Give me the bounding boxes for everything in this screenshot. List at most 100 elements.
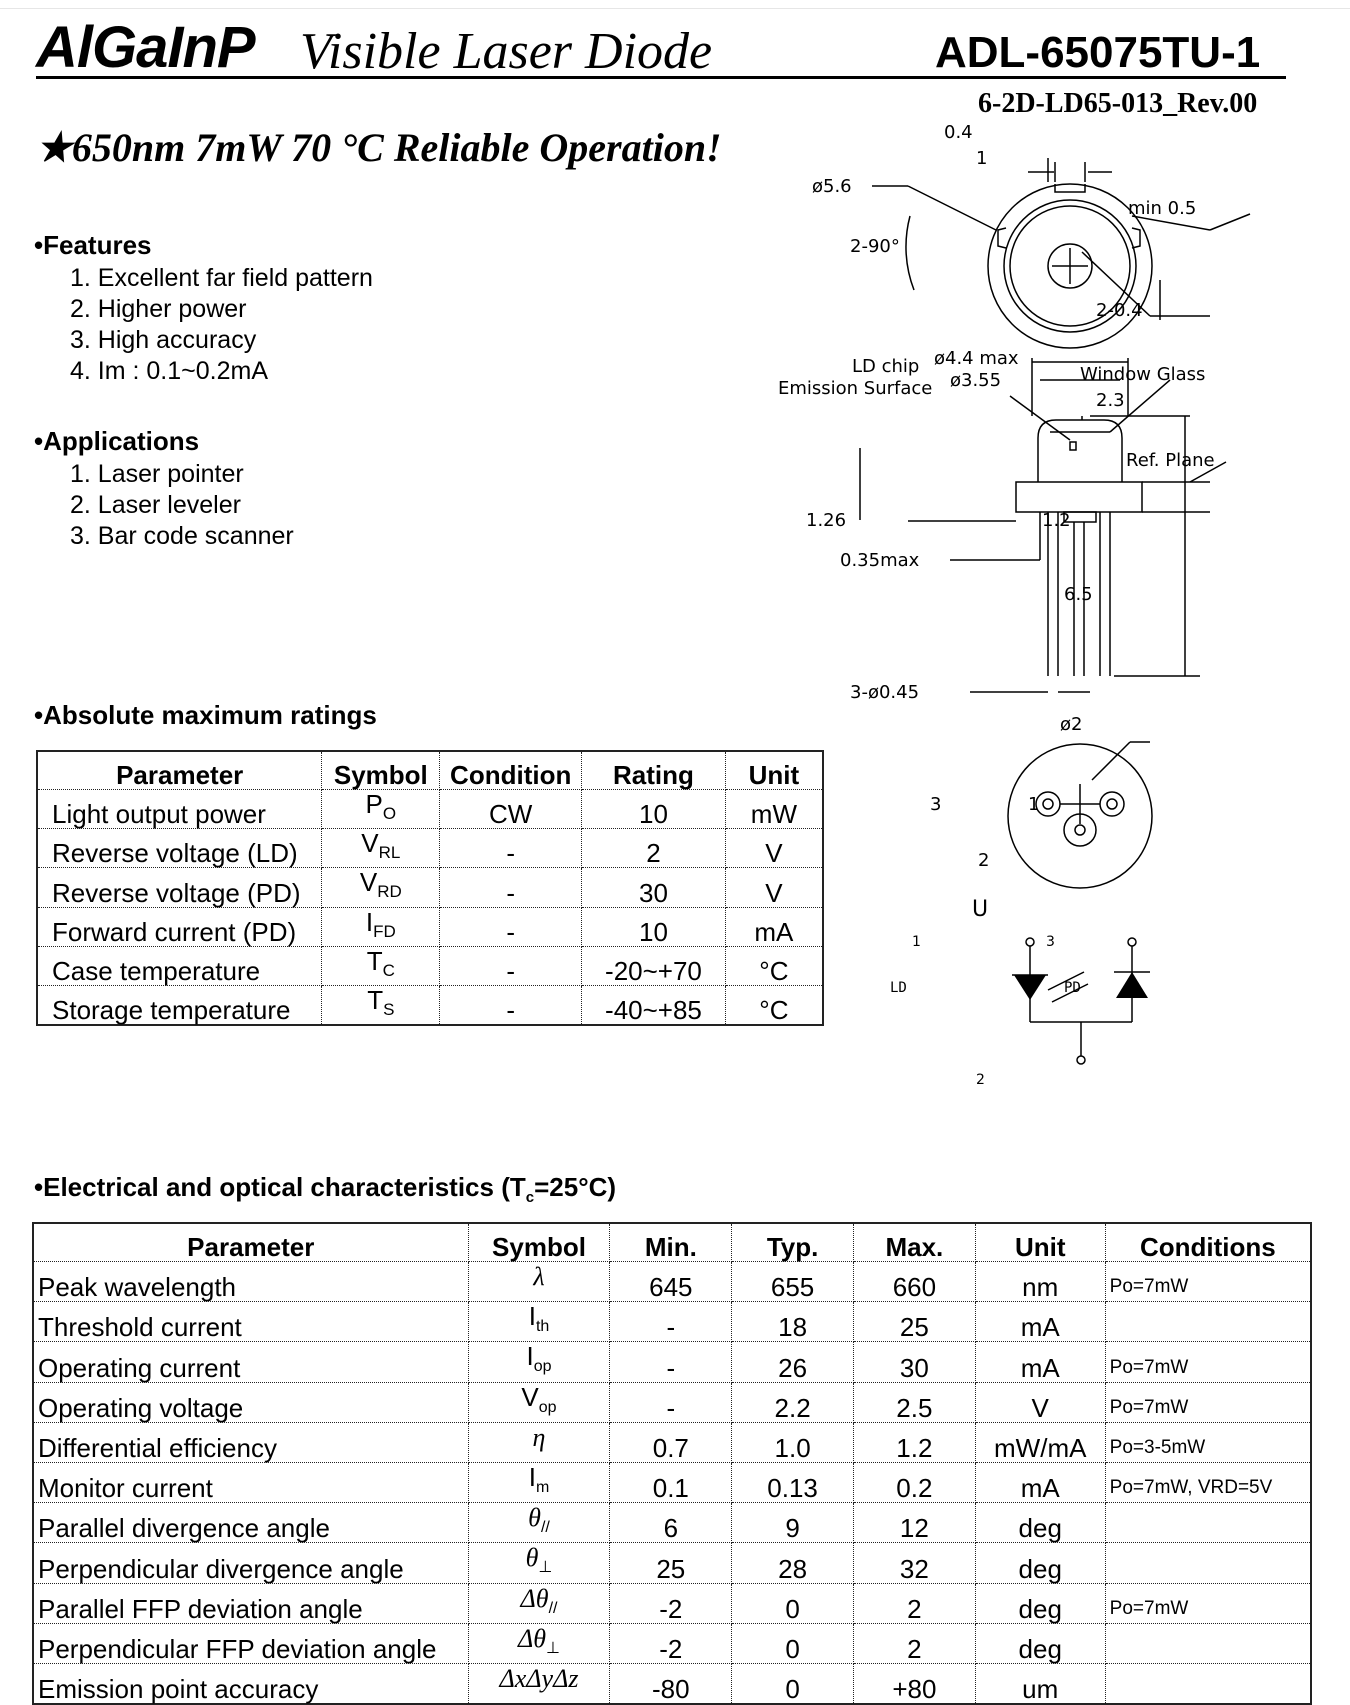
package-outline-circle bbox=[987, 183, 1153, 349]
conditions-text: Po=7mW bbox=[1109, 1276, 1189, 1298]
unit-text: deg bbox=[1018, 1593, 1062, 1624]
typ-text: 0.13 bbox=[767, 1473, 818, 1504]
min-text: 0.1 bbox=[652, 1473, 689, 1504]
pin-label: 2 bbox=[978, 850, 989, 871]
symbol-cell: ΔxΔyΔz bbox=[467, 1662, 611, 1705]
unit-cell: V bbox=[974, 1381, 1106, 1423]
pin-label: 3 bbox=[1046, 934, 1055, 950]
symbol-subscript: // bbox=[548, 1599, 558, 1617]
eoc-table: Parameter Symbol Min. Typ. Max. Unit Con… bbox=[32, 1222, 1312, 1705]
typ-text: 655 bbox=[770, 1272, 815, 1303]
conditions-text: Po=7mW bbox=[1109, 1396, 1189, 1418]
unit-cell: um bbox=[974, 1662, 1106, 1705]
max-text: 2.5 bbox=[896, 1392, 933, 1423]
min-text: - bbox=[666, 1352, 676, 1383]
condition-text: - bbox=[506, 877, 516, 908]
dim-leader bbox=[1131, 215, 1211, 231]
label-emission: Emission Surface bbox=[778, 378, 932, 399]
feature-item: 3. High accuracy bbox=[70, 326, 257, 354]
application-item: 2. Laser leveler bbox=[70, 491, 241, 519]
column-header: Typ. bbox=[731, 1222, 854, 1262]
ld-chip bbox=[1069, 441, 1077, 451]
terminal-2 bbox=[1076, 1055, 1086, 1065]
min-cell: 6 bbox=[609, 1502, 733, 1544]
symbol-text: λ bbox=[533, 1262, 545, 1291]
unit-cell: mA bbox=[724, 906, 824, 947]
max-text: 30 bbox=[899, 1352, 929, 1383]
symbol-cell: Δθ// bbox=[467, 1582, 611, 1624]
parameter-cell: Forward current (PD) bbox=[36, 906, 323, 947]
symbol-text: θ bbox=[528, 1503, 541, 1533]
symbol-cell: η bbox=[467, 1421, 611, 1463]
conditions-cell bbox=[1104, 1301, 1312, 1343]
symbol-subscript: S bbox=[383, 1000, 395, 1020]
rating-text: 10 bbox=[639, 799, 668, 830]
dim-leader bbox=[907, 185, 997, 231]
column-header: Unit bbox=[724, 750, 824, 790]
min-cell: 0.7 bbox=[609, 1421, 733, 1463]
parameter-text: Reverse voltage (PD) bbox=[52, 877, 301, 908]
unit-cell: mA bbox=[974, 1341, 1106, 1383]
dim-label: 3-ø0.45 bbox=[850, 682, 919, 703]
dim-leader bbox=[1081, 251, 1151, 317]
max-text: 660 bbox=[892, 1272, 937, 1303]
condition-cell: - bbox=[439, 945, 583, 986]
min-text: -80 bbox=[652, 1674, 690, 1705]
typ-cell: 28 bbox=[731, 1542, 854, 1584]
rating-cell: 10 bbox=[581, 788, 726, 830]
application-item: 1. Laser pointer bbox=[70, 460, 244, 488]
parameter-text: Threshold current bbox=[38, 1312, 242, 1343]
dim-label: 0.4 bbox=[944, 122, 973, 143]
unit-text: V bbox=[765, 877, 783, 908]
eoc-heading-post: =25°C) bbox=[534, 1172, 617, 1202]
eoc-heading: •Electrical and optical characteristics … bbox=[34, 1172, 616, 1206]
condition-cell: - bbox=[439, 906, 583, 947]
min-cell: 25 bbox=[609, 1542, 733, 1584]
symbol-cell: PO bbox=[321, 788, 441, 830]
unit-text: deg bbox=[1018, 1553, 1062, 1584]
min-text: - bbox=[666, 1392, 676, 1423]
symbol-cell: λ bbox=[467, 1260, 611, 1303]
circuit-label: U bbox=[972, 897, 988, 922]
symbol-cell: θ// bbox=[467, 1502, 611, 1544]
cap-profile bbox=[1037, 419, 1123, 482]
pin3-inner bbox=[1042, 798, 1054, 810]
parameter-cell: Light output power bbox=[36, 788, 323, 830]
parameter-cell: Case temperature bbox=[36, 945, 323, 986]
headline: ★650nm 7mW 70 °C Reliable Operation! bbox=[36, 125, 722, 170]
max-cell: 0.2 bbox=[852, 1461, 976, 1504]
rating-cell: -20~+70 bbox=[581, 945, 726, 986]
unit-cell: deg bbox=[974, 1622, 1106, 1664]
pin-label: 2 bbox=[976, 1072, 985, 1088]
unit-cell: nm bbox=[974, 1260, 1106, 1303]
conditions-cell: Po=7mW, VRD=5V bbox=[1104, 1461, 1312, 1504]
symbol-text: V bbox=[359, 867, 378, 898]
unit-text: um bbox=[1022, 1674, 1059, 1705]
symbol-subscript: m bbox=[535, 1479, 550, 1497]
symbol-subscript: RD bbox=[377, 882, 402, 902]
dim-label: 6.5 bbox=[1064, 584, 1093, 605]
unit-text: deg bbox=[1018, 1513, 1062, 1544]
max-text: 1.2 bbox=[896, 1432, 933, 1463]
light-arrow bbox=[1051, 983, 1089, 1003]
min-text: 25 bbox=[656, 1553, 686, 1584]
typ-cell: 26 bbox=[731, 1341, 854, 1383]
conditions-cell bbox=[1104, 1502, 1312, 1544]
symbol-subscript: // bbox=[540, 1519, 550, 1537]
symbol-subscript: RL bbox=[378, 843, 401, 863]
min-cell: -2 bbox=[609, 1582, 733, 1624]
rating-cell: 10 bbox=[581, 906, 726, 947]
dim-leader bbox=[1009, 395, 1071, 441]
typ-text: 26 bbox=[778, 1352, 808, 1383]
symbol-text: ΔxΔyΔz bbox=[499, 1663, 579, 1693]
unit-cell: deg bbox=[974, 1542, 1106, 1584]
applications-list: 1. Laser pointer 2. Laser leveler 3. Bar… bbox=[70, 460, 294, 553]
parameter-text: Perpendicular FFP deviation angle bbox=[38, 1633, 437, 1664]
unit-cell: deg bbox=[974, 1502, 1106, 1544]
parameter-cell: Parallel FFP deviation angle bbox=[32, 1582, 469, 1624]
